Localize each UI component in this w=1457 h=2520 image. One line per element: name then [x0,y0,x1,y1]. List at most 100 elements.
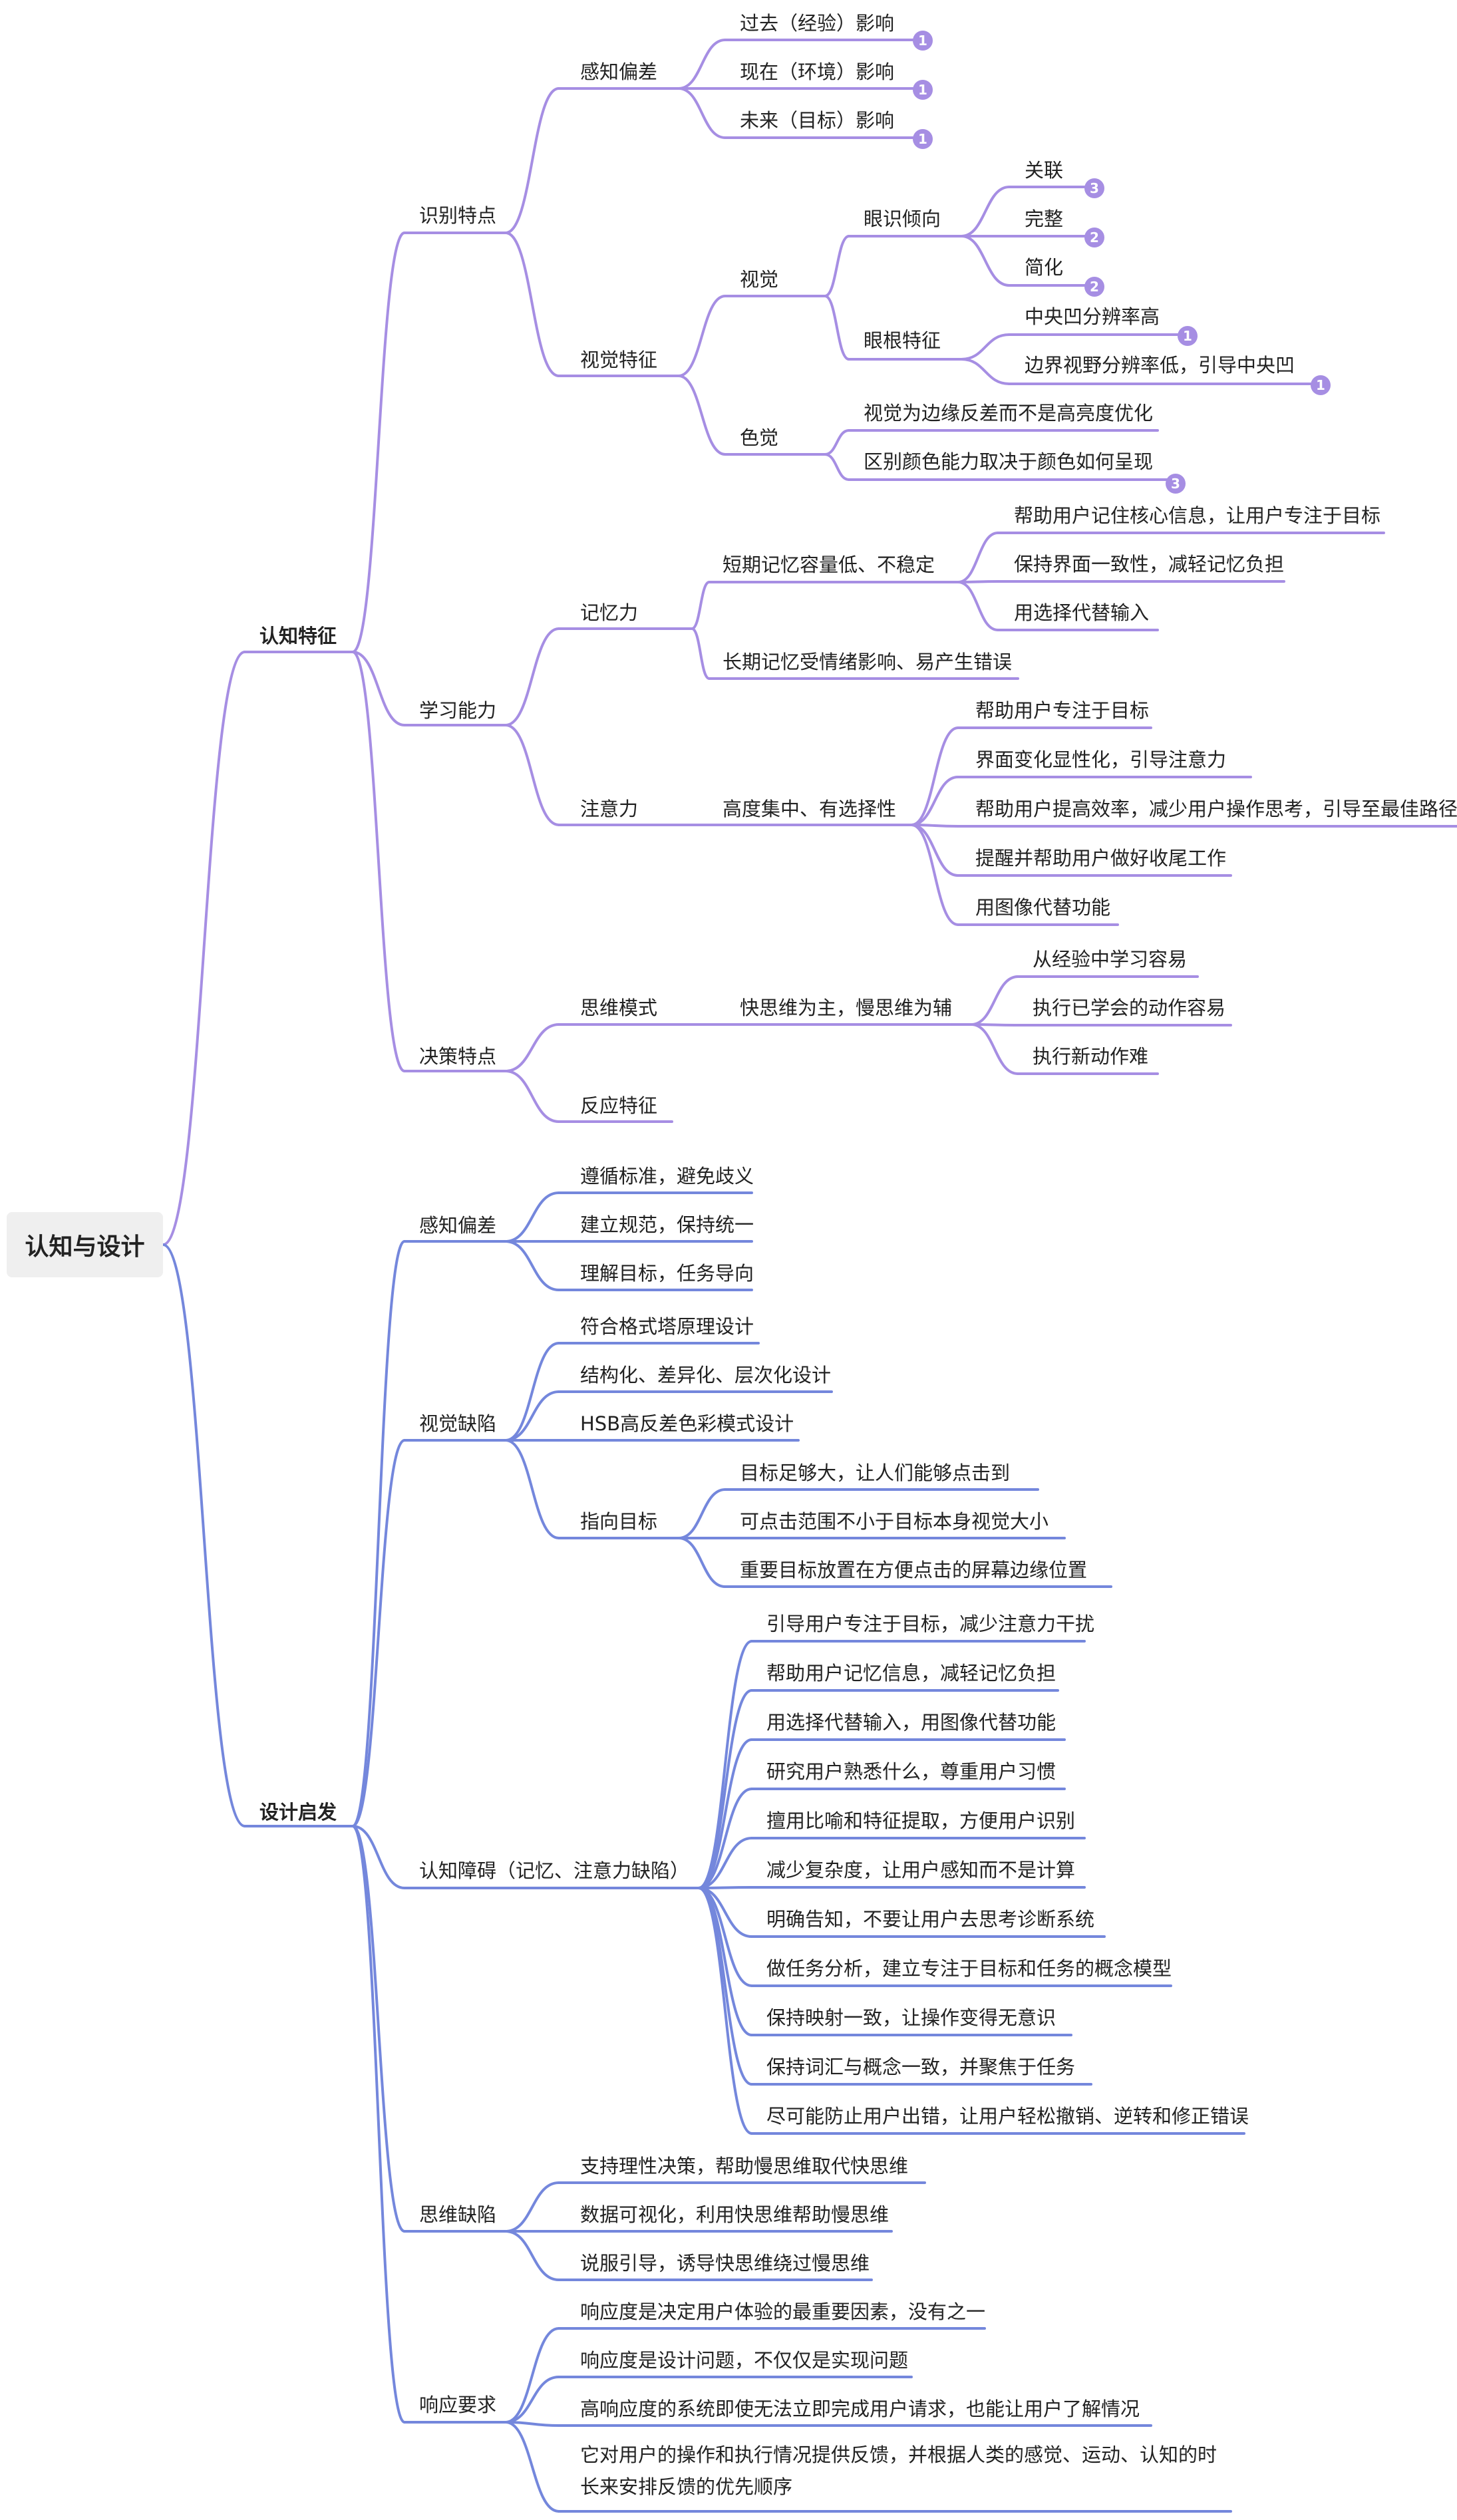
node-impairment-tip-5[interactable]: 擅用比喻和特征提取，方便用户识别 [766,1810,1076,1832]
node-short-term-memory[interactable]: 短期记忆容量低、不稳定 [723,553,935,576]
count-badge[interactable]: 1 [913,80,933,100]
node-impairment-tip-7[interactable]: 明确告知，不要让用户去思考诊断系统 [766,1908,1095,1931]
node-visual-features[interactable]: 视觉特征 [580,349,658,371]
node-attention-tip-4[interactable]: 提醒并帮助用户做好收尾工作 [975,847,1227,869]
node-cognitive-impairment[interactable]: 认知障碍（记忆、注意力缺陷） [419,1859,690,1882]
node-response-tip-2[interactable]: 响应度是设计问题，不仅仅是实现问题 [580,2349,909,2372]
node-gestalt[interactable]: 符合格式塔原理设计 [580,1315,754,1338]
connector [162,1243,246,1827]
node-present-influence[interactable]: 现在（环境）影响 [740,61,895,83]
count-badge[interactable]: 1 [1178,326,1198,346]
node-future-influence[interactable]: 未来（目标）影响 [740,109,895,132]
connector [677,1488,727,1539]
node-impairment-tip-9[interactable]: 保持映射一致，让操作变得无意识 [766,2006,1056,2029]
node-response-tip-4[interactable]: 它对用户的操作和执行情况提供反馈，并根据人类的感觉、运动、认知的时长来安排反馈的… [580,2443,1217,2498]
node-attention-tip-2[interactable]: 界面变化显性化，引导注意力 [975,748,1227,771]
connector [697,1886,753,1889]
node-edge-placement[interactable]: 重要目标放置在方便点击的屏幕边缘位置 [740,1559,1088,1581]
node-recognition[interactable]: 识别特点 [419,204,497,227]
connector [697,1887,753,1987]
node-thinking-mode[interactable]: 思维模式 [580,997,658,1019]
node-follow-standards[interactable]: 遵循标准，避免歧义 [580,1165,754,1187]
connector [504,724,560,826]
node-memory-tip-1[interactable]: 帮助用户记住核心信息，让用户专注于目标 [1014,504,1381,527]
node-build-norms[interactable]: 建立规范，保持统一 [580,1213,754,1236]
node-color-vision[interactable]: 色觉 [740,426,779,449]
node-impairment-tip-4[interactable]: 研究用户熟悉什么，尊重用户习惯 [766,1760,1056,1783]
node-response-requirements[interactable]: 响应要求 [419,2394,497,2416]
node-response-tip-1[interactable]: 响应度是决定用户体验的最重要因素，没有之一 [580,2300,986,2323]
node-design-inspiration[interactable]: 设计启发 [259,1801,337,1823]
node-response-tip-3[interactable]: 高响应度的系统即使无法立即完成用户请求，也能让用户了解情况 [580,2398,1140,2420]
node-thinking-tip-2[interactable]: 数据可视化，利用快思维帮助慢思维 [580,2203,890,2226]
count-badge[interactable]: 1 [913,129,933,149]
node-impairment-tip-1[interactable]: 引导用户专注于目标，减少注意力干扰 [766,1613,1095,1635]
node-edge-contrast[interactable]: 视觉为边缘反差而不是高亮度优化 [864,402,1154,424]
node-periphery-low[interactable]: 边界视野分辨率低，引导中央凹 [1025,354,1295,377]
node-thinking-defects[interactable]: 思维缺陷 [419,2203,497,2226]
node-attention-tip-1[interactable]: 帮助用户专注于目标 [975,699,1150,722]
node-long-term-memory[interactable]: 长期记忆受情绪影响、易产生错误 [723,651,1013,673]
node-perception-bias-design[interactable]: 感知偏差 [419,1214,497,1237]
connector [351,1825,406,2424]
connector [910,824,959,926]
node-thinking-tip-3[interactable]: 说服引导，诱导快思维绕过慢思维 [580,2252,870,2275]
node-eye-tendency[interactable]: 眼识倾向 [864,208,941,230]
node-perception-bias[interactable]: 感知偏差 [580,61,658,83]
node-association[interactable]: 关联 [1025,159,1064,182]
connector [960,333,1011,361]
node-completeness[interactable]: 完整 [1025,208,1064,230]
node-thinking-tip-1[interactable]: 支持理性决策，帮助慢思维取代快思维 [580,2155,909,2177]
node-fast-slow-thinking[interactable]: 快思维为主，慢思维为辅 [740,997,953,1019]
count-badge[interactable]: 1 [1311,375,1331,395]
node-learning[interactable]: 学习能力 [419,699,497,722]
connector [504,2230,560,2281]
node-attention[interactable]: 注意力 [580,798,639,820]
node-memory-tip-2[interactable]: 保持界面一致性，减轻记忆负担 [1014,553,1285,575]
node-impairment-tip-10[interactable]: 保持词汇与概念一致，并聚焦于任务 [766,2056,1076,2078]
node-visual-defects[interactable]: 视觉缺陷 [419,1412,497,1435]
node-focused-selective[interactable]: 高度集中、有选择性 [723,798,897,820]
node-cognitive-traits[interactable]: 认知特征 [259,625,337,647]
node-target-big[interactable]: 目标足够大，让人们能够点击到 [740,1462,1011,1484]
node-vision[interactable]: 视觉 [740,268,779,291]
node-color-distinction[interactable]: 区别颜色能力取决于颜色如何呈现 [864,450,1154,473]
count-badge[interactable]: 2 [1084,228,1104,247]
node-hsb-contrast[interactable]: HSB高反差色彩模式设计 [580,1412,794,1435]
node-pointing-target[interactable]: 指向目标 [580,1510,658,1533]
node-structured-design[interactable]: 结构化、差异化、层次化设计 [580,1364,832,1386]
node-eye-root[interactable]: 眼根特征 [864,329,941,352]
connector [824,235,850,297]
connector [504,627,560,726]
connector [691,581,711,630]
connector [697,1887,753,2086]
node-click-area[interactable]: 可点击范围不小于目标本身视觉大小 [740,1510,1049,1533]
node-attention-tip-3[interactable]: 帮助用户提高效率，减少用户操作思考，引导至最佳路径 [975,798,1457,820]
node-memory[interactable]: 记忆力 [580,601,639,624]
root-node[interactable]: 认知与设计 [7,1212,163,1277]
connector [970,975,1019,1026]
node-decision[interactable]: 决策特点 [419,1045,497,1068]
node-impairment-tip-11[interactable]: 尽可能防止用户出错，让用户轻松撤销、逆转和修正错误 [766,2105,1249,2127]
node-impairment-tip-3[interactable]: 用选择代替输入，用图像代替功能 [766,1711,1056,1734]
node-attention-tip-5[interactable]: 用图像代替功能 [975,896,1111,919]
node-impairment-tip-8[interactable]: 做任务分析，建立专注于目标和任务的概念模型 [766,1957,1172,1980]
node-new-actions[interactable]: 执行新动作难 [1033,1045,1149,1068]
node-understand-goals[interactable]: 理解目标，任务导向 [580,1262,754,1285]
connector [697,1837,753,1889]
count-badge[interactable]: 3 [1166,474,1186,494]
node-simplification[interactable]: 简化 [1025,256,1064,279]
connector [697,1738,753,1889]
node-impairment-tip-6[interactable]: 减少复杂度，让用户感知而不是计算 [766,1859,1076,1881]
node-learned-actions[interactable]: 执行已学会的动作容易 [1033,997,1226,1019]
node-reaction[interactable]: 反应特征 [580,1094,658,1117]
node-memory-tip-3[interactable]: 用选择代替输入 [1014,601,1150,624]
node-learn-from-experience[interactable]: 从经验中学习容易 [1033,948,1188,971]
node-fovea-high[interactable]: 中央凹分辨率高 [1025,305,1160,328]
count-badge[interactable]: 2 [1084,277,1104,297]
connector [504,2376,560,2424]
count-badge[interactable]: 3 [1084,178,1104,198]
node-impairment-tip-2[interactable]: 帮助用户记忆信息，减轻记忆负担 [766,1662,1056,1684]
count-badge[interactable]: 1 [913,31,933,51]
node-past-influence[interactable]: 过去（经验）影响 [740,12,895,35]
